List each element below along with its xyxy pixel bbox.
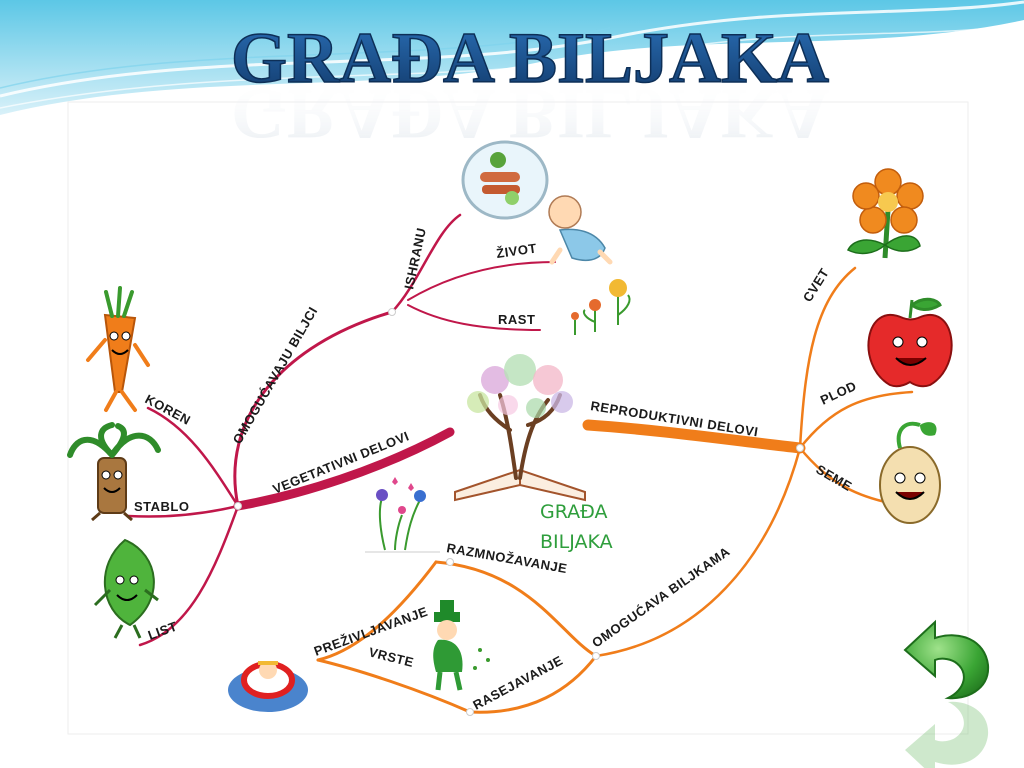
flower-icon bbox=[846, 168, 924, 259]
life-buoy-icon bbox=[228, 661, 308, 712]
back-arrow-icon[interactable] bbox=[903, 619, 990, 768]
carrot-icon bbox=[86, 286, 150, 412]
apple-icon bbox=[867, 297, 953, 388]
label-growth: RAST bbox=[498, 312, 535, 327]
label-stem: STABLO bbox=[134, 499, 189, 514]
center-label-line2: BILJAKA bbox=[540, 531, 613, 553]
branch-knots bbox=[234, 308, 804, 716]
label-life: ŽIVOT bbox=[495, 240, 537, 261]
tree-book-icon bbox=[454, 354, 586, 502]
baby-icon bbox=[548, 195, 613, 265]
food-plate-icon bbox=[461, 140, 549, 220]
vegetative-branches bbox=[126, 213, 556, 647]
page-title-reflection: GRAĐA BILJAKA bbox=[231, 74, 829, 154]
wildflowers-icon bbox=[365, 477, 440, 553]
header-decoration bbox=[0, 0, 1024, 115]
center-label-line1: GRAĐA bbox=[540, 501, 608, 523]
leaf-icon bbox=[93, 538, 159, 639]
leprechaun-icon bbox=[433, 600, 490, 691]
palm-tree-icon bbox=[67, 422, 161, 522]
seed-icon bbox=[879, 421, 941, 524]
flowers-icon bbox=[571, 279, 631, 335]
page-title: GRAĐA BILJAKA bbox=[231, 18, 829, 98]
